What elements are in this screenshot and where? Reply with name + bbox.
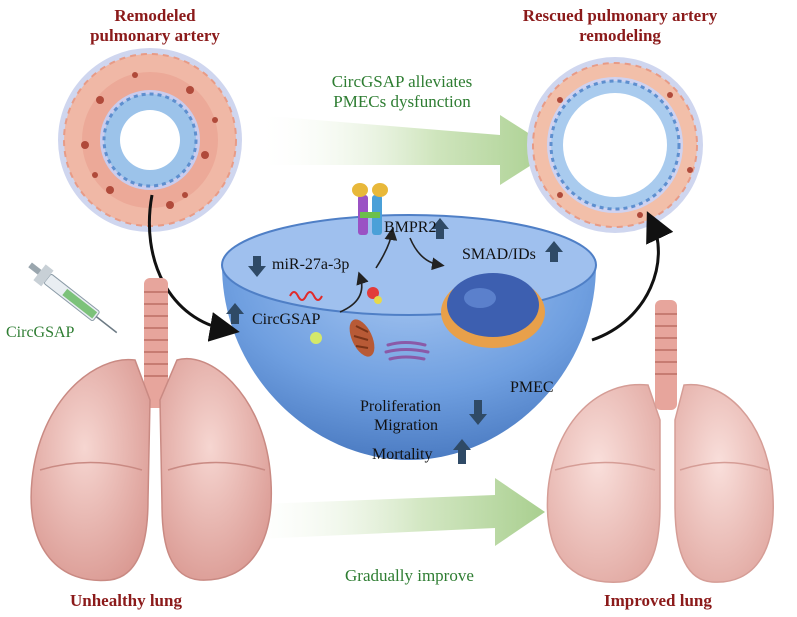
pmec-cell bbox=[221, 183, 597, 460]
title-line: Rescued pulmonary artery bbox=[522, 6, 718, 25]
mir-label: miR-27a-3p bbox=[272, 256, 350, 273]
remodeled-artery-title: Remodeled pulmonary artery bbox=[90, 6, 220, 47]
golgi-icon bbox=[384, 341, 430, 361]
up-arrow-icon bbox=[453, 439, 471, 464]
up-arrow-icon bbox=[431, 218, 449, 239]
pathway-arrows bbox=[339, 227, 445, 313]
title-line: remodeling bbox=[579, 26, 661, 46]
circgsap-cell-label: CircGSAP bbox=[252, 311, 321, 328]
alleviates-caption: CircGSAP alleviates PMECs dysfunction bbox=[312, 72, 492, 113]
right-curved-arrow bbox=[591, 211, 674, 342]
improved-lung-title: Improved lung bbox=[604, 591, 712, 610]
unhealthy-lung-title: Unhealthy lung bbox=[70, 591, 182, 610]
nucleus-icon bbox=[441, 273, 545, 348]
title-line: pulmonary artery bbox=[90, 26, 220, 46]
smad-label: SMAD/IDs bbox=[462, 246, 536, 263]
down-arrow-icon bbox=[248, 256, 266, 277]
mitochondrion-icon bbox=[349, 319, 375, 357]
remodeled-artery-icon bbox=[58, 48, 242, 232]
circgsap-injection-label: CircGSAP bbox=[6, 324, 75, 341]
title-line: Remodeled bbox=[114, 6, 196, 25]
vesicle-icon bbox=[310, 332, 322, 344]
proliferation-label: Proliferation bbox=[360, 398, 441, 415]
pmec-label: PMEC bbox=[510, 379, 554, 396]
migration-label: Migration bbox=[374, 417, 438, 434]
improved-lung-icon bbox=[546, 300, 774, 583]
vesicle-icon bbox=[367, 287, 379, 299]
up-arrow-icon bbox=[226, 303, 244, 324]
vesicle-icon bbox=[374, 296, 382, 304]
top-green-arrow bbox=[255, 115, 555, 185]
caption-line: CircGSAP alleviates bbox=[331, 72, 473, 91]
rna-squiggle-icon bbox=[289, 291, 323, 301]
gradually-improve-caption: Gradually improve bbox=[345, 566, 474, 585]
bottom-green-arrow bbox=[235, 478, 545, 546]
caption-line: PMECs dysfunction bbox=[333, 92, 471, 112]
rescued-artery-icon bbox=[527, 57, 703, 233]
syringe-icon bbox=[28, 262, 118, 334]
bmpr2-receptor-icon bbox=[352, 183, 388, 235]
unhealthy-lung-icon bbox=[30, 278, 272, 582]
bmpr2-label: BMPR2 bbox=[384, 219, 437, 236]
down-arrow-icon bbox=[469, 400, 487, 425]
rescued-artery-title: Rescued pulmonary artery remodeling bbox=[505, 6, 735, 47]
up-arrow-icon bbox=[545, 241, 563, 262]
mortality-label: Mortality bbox=[372, 446, 433, 463]
